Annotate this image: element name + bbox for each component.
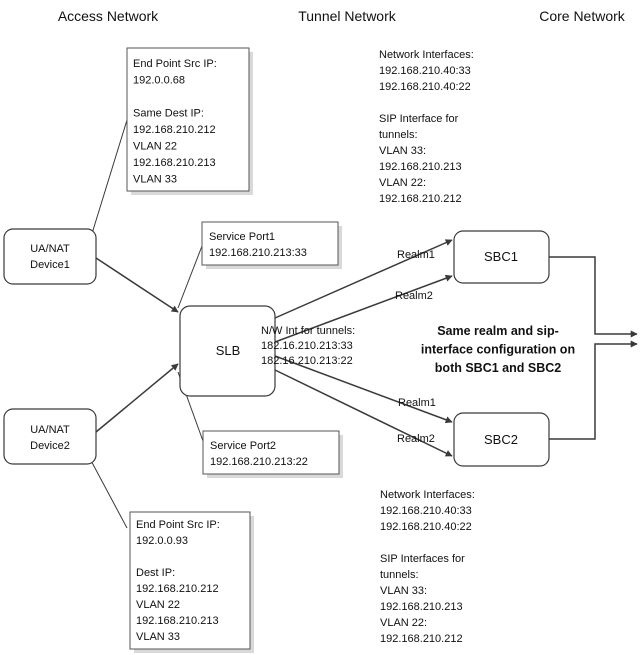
nw-int-text: N/W Int for tunnels: 182.16.210.213:33 182… [261,325,355,367]
callout-endpoint2 [87,454,128,529]
realm1-top-label: Realm1 [397,249,435,261]
sbc2-node: SBC2 [453,412,550,467]
sbc2-interfaces-line: tunnels: [380,569,419,581]
sbc1-box [453,230,550,284]
sbc2-interfaces-line: 192.168.210.213 [380,601,463,613]
device1-node: UA/NAT Device1 [3,228,97,285]
core-network-header: Core Network [539,8,626,24]
endpoint2-line: End Point Src IP: [136,519,220,531]
callout-service-port1 [177,245,203,309]
endpoint1-line: 192.168.210.212 [133,124,216,136]
endpoint1-line: End Point Src IP: [133,58,217,70]
sbc2-interfaces-line: 192.168.210.212 [380,633,463,645]
endpoint2-line: 192.168.210.212 [136,583,219,595]
endpoint1-line: 192.168.210.213 [133,157,216,169]
arrow-device2-to-slb [95,363,179,433]
arrow-slb-to-sbc2-realm2-cross [274,274,453,343]
sbc2-interfaces-text: Network Interfaces: 192.168.210.40:33 192.… [380,489,475,645]
nw-int-line: 182.16.210.213:33 [261,340,353,352]
endpoint2-line: VLAN 33 [136,631,180,643]
slb-label: SLB [216,343,241,358]
slb-box [179,305,276,397]
sbc2-label: SBC2 [484,432,518,447]
arrow-slb-to-sbc1-realm1-cross [274,355,453,424]
sbc1-node: SBC1 [453,230,550,284]
sbc1-interfaces-line: 192.168.210.40:22 [379,81,471,93]
slb-node: SLB [179,305,276,397]
note-service-port1: Service Port1 192.168.210.213:33 [201,221,342,269]
note-box [126,47,250,192]
device2-line: Device2 [30,440,70,452]
device2-box [3,408,97,465]
sbc1-interfaces-line: SIP Interface for [379,113,459,125]
arrow-slb-to-sbc1-realm1 [274,239,453,319]
realm2-top-label: Realm2 [395,290,433,302]
endpoint1-line: Same Dest IP: [133,108,204,120]
arrow-device1-to-slb [95,257,179,313]
realm2-bottom-label: Realm2 [397,433,435,445]
device2-line: UA/NAT [30,424,70,436]
endpoint2-line: Dest IP: [136,567,175,579]
service-port1-line: Service Port1 [209,231,275,243]
service-port2-text: Service Port2 192.168.210.213:22 [210,440,308,468]
service-port2-line: Service Port2 [210,440,276,452]
sbc1-interfaces-line: Network Interfaces: [379,49,474,61]
connectors [95,239,638,457]
same-realm-line: Same realm and sip- [437,324,559,338]
sbc1-interfaces-text: Network Interfaces: 192.168.210.40:33 192.… [379,49,474,205]
service-port1-text: Service Port1 192.168.210.213:33 [209,231,307,259]
sbc2-box [453,412,550,467]
same-realm-text: Same realm and sip-interface configurati… [421,324,575,375]
device1-line: UA/NAT [30,243,70,255]
sbc1-interfaces-line: tunnels: [379,129,418,141]
device1-label: UA/NAT Device1 [30,243,70,271]
endpoint1-line: VLAN 22 [133,141,177,153]
note-box [129,511,251,650]
sbc1-label: SBC1 [484,249,518,264]
callout-endpoint1 [89,119,128,241]
realm1-bottom-label: Realm1 [398,397,436,409]
same-realm-line: both SBC1 and SBC2 [435,361,561,375]
sbc2-interfaces-line: 192.168.210.40:22 [380,521,472,533]
note-box [201,221,339,266]
sbc2-interfaces-line: SIP Interfaces for [380,553,465,565]
arrow-sbc2-to-core [549,340,638,440]
device1-box [3,228,97,285]
tunnel-network-header: Tunnel Network [298,8,397,24]
sbc2-interfaces-line: Network Interfaces: [380,489,475,501]
sbc2-interfaces-line: 192.168.210.40:33 [380,505,472,517]
access-network-header: Access Network [58,8,159,24]
sbc1-interfaces-line: 192.168.210.212 [379,193,462,205]
sbc1-interfaces-line: VLAN 33: [379,145,426,157]
service-port2-line: 192.168.210.213:22 [210,456,308,468]
sbc1-interfaces-line: VLAN 22: [379,177,426,189]
note-service-port2: Service Port2 192.168.210.213:22 [202,430,343,478]
sbc1-interfaces-line: 192.168.210.40:33 [379,65,471,77]
note-box [202,430,340,475]
endpoint2-line: 192.168.210.213 [136,615,219,627]
endpoint1-line: 192.0.0.68 [133,75,185,87]
endpoint1-line: VLAN 33 [133,174,177,186]
same-realm-line: interface configuration on [421,343,575,357]
endpoint2-line: 192.0.0.93 [136,535,188,547]
sbc1-interfaces-line: 192.168.210.213 [379,161,462,173]
device2-node: UA/NAT Device2 [3,408,97,465]
device2-label: UA/NAT Device2 [30,424,70,452]
nw-int-line: N/W Int for tunnels: [261,325,355,337]
device1-line: Device1 [30,259,70,271]
nw-int-line: 182.16.210.213:22 [261,355,353,367]
arrow-sbc1-to-core [549,256,638,338]
sbc2-interfaces-line: VLAN 33: [380,585,427,597]
service-port1-line: 192.168.210.213:33 [209,247,307,259]
sbc2-interfaces-line: VLAN 22: [380,617,427,629]
endpoint2-line: VLAN 22 [136,599,180,611]
arrow-slb-to-sbc2-realm2 [274,369,453,457]
